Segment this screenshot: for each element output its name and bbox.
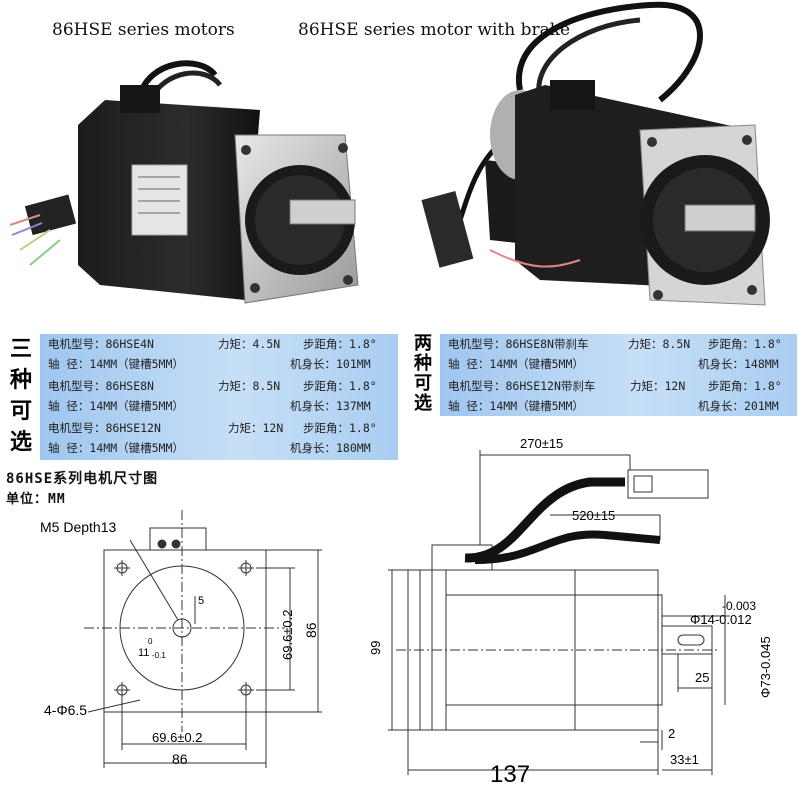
spec-step: 步距角：1.8° [708,337,782,351]
bolt-height-label: 69.6±0.2 [280,609,295,660]
dim-5-label: 5 [198,595,204,607]
spec-torque: 力矩：12N [630,379,686,393]
spec-table-brake: 电机型号：86HSE8N带刹车 力矩：8.5N 步距角：1.8° 轴 径：14MM（… [440,334,797,416]
spec-row: 轴 径：14MM（键槽5MM） 机身长：101MM [40,354,398,374]
bolt-width-label: 69.6±0.2 [152,730,203,745]
spec-row: 轴 径：14MM（键槽5MM） 机身长：137MM [40,396,398,416]
holes-label: 4-Φ6.5 [44,702,87,718]
spec-row: 轴 径：14MM（键槽5MM） 机身长：180MM [40,438,398,458]
spec-row: 电机型号：86HSE12N带刹车 力矩：12N 步距角：1.8° [440,376,797,396]
cable-520-label: 520±15 [572,508,615,523]
dim-0-label: 0 [148,637,153,646]
spec-shaft: 轴 径：14MM（键槽5MM） [448,357,584,371]
body-length-label: 137 [490,761,530,788]
label-char: 选 [414,393,432,414]
caption-motor-with-brake: 86HSE series motor with brake [298,20,571,40]
m5-depth-label: M5 Depth13 [40,519,116,535]
drawing-unit: 单位：MM [6,492,66,507]
spec-row: 轴 径：14MM（键槽5MM） 机身长：148MM [440,354,797,374]
spec-torque: 力矩：4.5N [218,337,281,351]
spec-length: 机身长：201MM [698,399,779,413]
spec-length: 机身长：180MM [290,441,371,455]
shaft-length-label: 33±1 [670,752,699,767]
cable-270-label: 270±15 [520,436,563,451]
spec-shaft: 轴 径：14MM（键槽5MM） [48,357,184,371]
label-char: 两 [414,333,432,354]
pilot-diameter-label: Φ73-0.045 [758,636,773,698]
label-char: 选 [9,430,32,455]
two-options-label: 两 种 可 选 [407,334,439,416]
side-width-label: 86 [172,751,188,767]
spec-length: 机身长：148MM [698,357,779,371]
drawing-title: 86HSE系列电机尺寸图 [6,471,159,487]
spec-shaft: 轴 径：14MM（键槽5MM） [48,441,184,455]
spec-length: 机身长：101MM [290,357,371,371]
spec-model: 电机型号：86HSE8N带刹车 [448,337,589,351]
pilot-depth-label: 2 [668,726,675,741]
front-view-drawing: M5 Depth13 5 0 11 -0.1 4-Φ6.5 69.6±0.2 8… [40,510,322,768]
spec-torque: 力矩：8.5N [628,337,691,351]
brake-motor-photo [421,1,770,306]
label-char: 种 [9,368,32,393]
spec-model: 电机型号：86HSE12N带刹车 [448,379,596,393]
spec-length: 机身长：137MM [290,399,371,413]
spec-row: 电机型号：86HSE4N 力矩：4.5N 步距角：1.8° [40,334,398,354]
side-height-label: 86 [303,622,319,638]
spec-model: 电机型号：86HSE4N [48,337,154,351]
spec-table-standard: 电机型号：86HSE4N 力矩：4.5N 步距角：1.8° 轴 径：14MM（键槽5… [40,334,398,460]
motor-photo [9,60,359,304]
side-view-drawing: 270±15 520±15 99 -0.003 Φ14-0.012 25 Φ73… [368,436,773,788]
spec-torque: 力矩：8.5N [218,379,281,393]
spec-row: 电机型号：86HSE8N带刹车 力矩：8.5N 步距角：1.8° [440,334,797,354]
spec-shaft: 轴 径：14MM（键槽5MM） [48,399,184,413]
spec-model: 电机型号：86HSE12N [48,421,161,435]
spec-shaft: 轴 径：14MM（键槽5MM） [448,399,584,413]
label-char: 可 [9,399,32,424]
label-char: 三 [9,337,32,362]
dim-11-label: 11 [138,647,149,659]
key-25-label: 25 [695,670,709,685]
shaft-diameter-label: Φ14-0.012 [690,612,752,627]
spec-torque: 力矩：12N [228,421,284,435]
spec-step: 步距角：1.8° [303,421,377,435]
label-char: 种 [414,353,432,374]
spec-step: 步距角：1.8° [303,379,377,393]
caption-motors: 86HSE series motors [52,20,235,40]
label-char: 可 [414,373,432,394]
spec-model: 电机型号：86HSE8N [48,379,154,393]
spec-row: 轴 径：14MM（键槽5MM） 机身长：201MM [440,396,797,416]
spec-step: 步距角：1.8° [303,337,377,351]
spec-row: 电机型号：86HSE12N 力矩：12N 步距角：1.8° [40,418,398,438]
three-options-label: 三 种 可 选 [4,334,38,458]
shaft-tol-top-label: -0.003 [722,599,756,613]
dim-11-tol-label: -0.1 [152,651,166,660]
height-99-label: 99 [368,641,383,655]
spec-step: 步距角：1.8° [708,379,782,393]
spec-row: 电机型号：86HSE8N 力矩：8.5N 步距角：1.8° [40,376,398,396]
